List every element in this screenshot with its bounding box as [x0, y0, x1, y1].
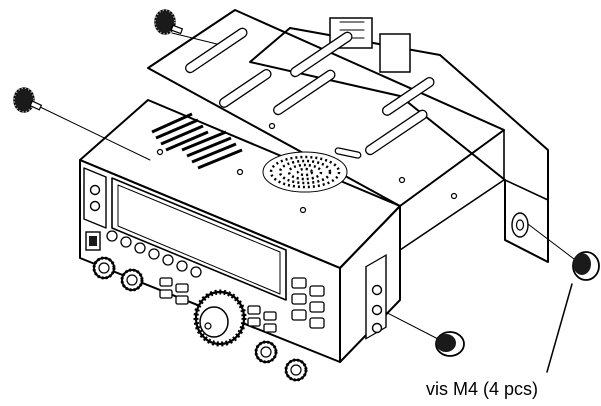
top-bracket: [147, 9, 505, 251]
vent-grille: [151, 112, 243, 170]
knob-rf-gain: [120, 268, 144, 292]
callout-leader-line: [546, 283, 573, 373]
speaker-grille: [262, 151, 348, 193]
knob-clar: [284, 358, 308, 382]
control-knobs: [92, 256, 308, 382]
lower-button-row: [106, 230, 277, 333]
knob-multi-lower: [254, 340, 278, 364]
screw-right: [572, 251, 600, 281]
screw-mid-left: [13, 87, 43, 113]
screw-callout-label: vis M4 (4 pcs): [426, 379, 539, 399]
screw-bottom: [435, 331, 465, 357]
display-window: [111, 177, 287, 301]
front-panel: [79, 159, 341, 363]
right-button-cluster: [291, 277, 325, 329]
screw-top-left: [154, 9, 184, 35]
knob-af-gain: [92, 256, 116, 280]
main-tuning-dial: [193, 289, 247, 347]
